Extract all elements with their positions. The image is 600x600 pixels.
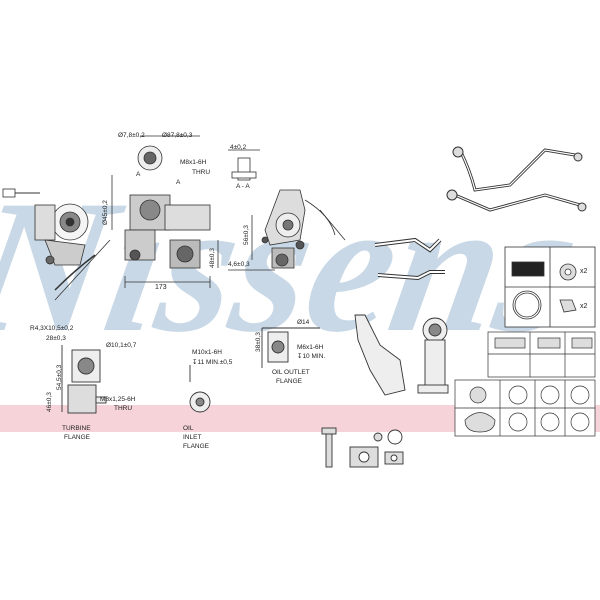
dim-depth-11: ↧11 MIN.±0,5 (192, 359, 233, 366)
dim-r4-3: R4,3X10,5±0,2 (30, 325, 74, 332)
dim-d38: 38±0,3 (255, 332, 262, 352)
dim-m10x1-6h: M10x1-6H (192, 349, 222, 356)
bracket-and-actuator (354, 314, 449, 396)
dim-d54-5: 54,5±0,3 (56, 364, 63, 390)
dim-letter-a2: A (176, 179, 181, 186)
dim-thru-a: THRU (192, 169, 211, 176)
dim-letter-a1: A (136, 171, 141, 178)
kit-qty-gasket: x2 (580, 303, 588, 310)
dim-d45: Ø45±0,2 (102, 200, 109, 225)
dim-thru-b: THRU (114, 405, 133, 412)
caption-turbine-2: FLANGE (64, 434, 91, 441)
dim-m8x1-6h-a: M8x1-6H (180, 159, 207, 166)
caption-oil-inlet-1: OIL (183, 425, 194, 432)
dim-h4-6: 4,6±0,3 (228, 261, 250, 268)
oil-inlet-flange-drawing (189, 365, 211, 413)
dim-h56: 56±0,3 (243, 225, 250, 245)
dim-d4: 4±0,2 (230, 144, 247, 151)
dim-d28: 28±0,3 (46, 335, 66, 342)
dim-depth-10: ↧10 MIN. (297, 353, 326, 360)
dim-d7-8: Ø7,8±0,2 (118, 132, 145, 139)
turbo-side-view (2, 188, 111, 301)
oil-outlet-flange-drawing (261, 327, 320, 368)
dim-173: 173 (155, 284, 167, 291)
caption-oil-outlet-1: OIL OUTLET (272, 369, 310, 376)
bolt-and-gaskets (321, 427, 404, 468)
dim-m6x1-6h-b: M6x1-6H (297, 344, 324, 351)
dim-d10-1: Ø10,1±0,7 (106, 342, 137, 349)
parts-grid (454, 331, 596, 437)
caption-turbine-1: TURBINE (62, 425, 91, 432)
pipe-pieces (374, 237, 445, 281)
dim-h48: 48±0,3 (209, 248, 216, 268)
section-a-a (228, 149, 260, 181)
dim-d14: Ø14 (297, 319, 310, 326)
caption-oil-outlet-2: FLANGE (276, 378, 303, 385)
dim-d87-8: Ø87,8±0,3 (162, 132, 193, 139)
turbo-top-view (228, 189, 346, 271)
dim-d46: 46±0,3 (46, 392, 53, 412)
kit-qty-washer: x2 (580, 268, 588, 275)
turbine-flange-drawing (61, 345, 107, 414)
kit-box (504, 246, 596, 328)
caption-oil-inlet-2: INLET (183, 434, 202, 441)
dim-m8x1-25: M8x1,25-6H (100, 396, 136, 403)
oil-pipe-assembly (446, 146, 587, 212)
turbo-front-view (111, 135, 219, 288)
dim-section-aa: A - A (236, 183, 250, 190)
caption-oil-inlet-3: FLANGE (183, 443, 210, 450)
